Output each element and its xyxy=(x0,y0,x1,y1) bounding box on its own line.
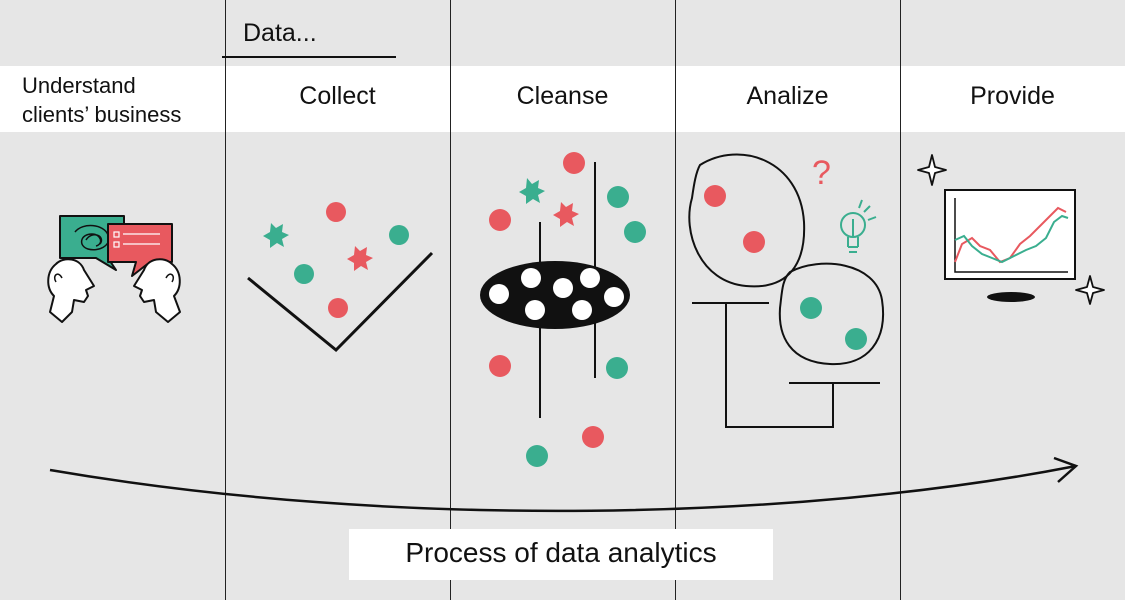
stage-label-understand: Understand clients’ business xyxy=(22,71,222,129)
sparkle-icon xyxy=(1075,275,1105,305)
clusters-analyze-icon xyxy=(688,153,884,428)
caption-box xyxy=(349,529,773,580)
sparkle-icon xyxy=(917,154,947,186)
header-band xyxy=(0,66,1125,132)
process-arrow xyxy=(49,456,1079,513)
monitor-chart-icon xyxy=(917,154,1105,305)
diagram-caption: Process of data analytics xyxy=(405,537,717,568)
stage-label-line: clients’ business xyxy=(22,102,182,127)
stage-label-line: Understand xyxy=(22,73,136,98)
lightbulb-icon xyxy=(840,199,877,253)
stage-label-provide: Provide xyxy=(970,82,1055,110)
filter-cleanse-icon xyxy=(480,152,646,467)
funnel-collect-icon xyxy=(247,202,434,353)
speech-bubbles-two-heads-icon xyxy=(47,215,181,323)
question-icon: ? xyxy=(812,154,831,192)
data-group-label: Data... xyxy=(243,19,317,47)
stage-label-cleanse: Cleanse xyxy=(516,82,609,110)
stage-label-analyze: Analize xyxy=(746,82,829,110)
stage-label-collect: Collect xyxy=(299,82,376,110)
